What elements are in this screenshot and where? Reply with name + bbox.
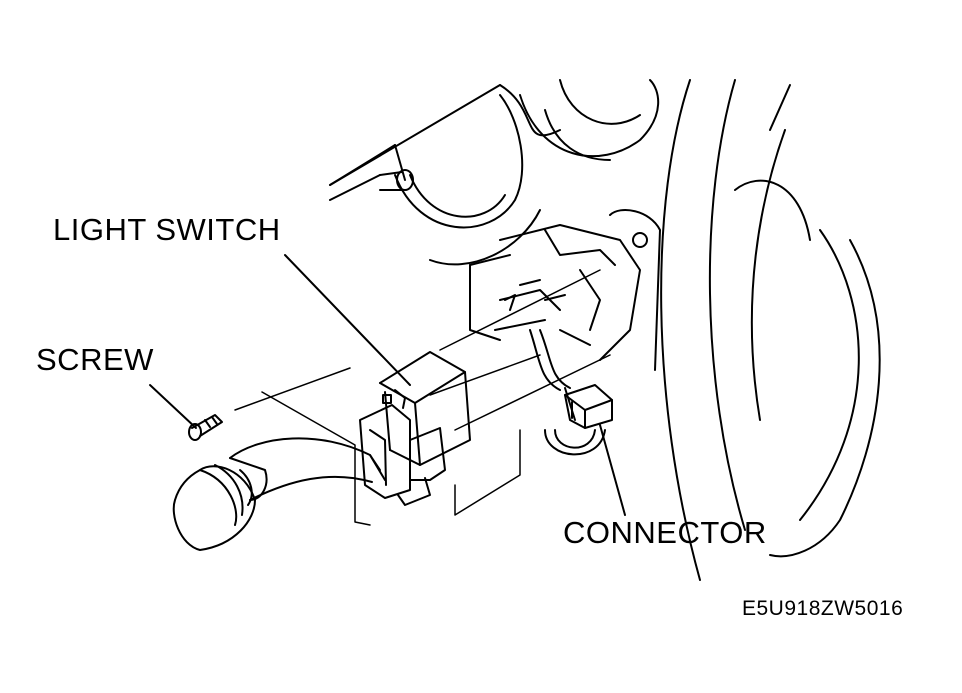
gauge-right (519, 79, 660, 161)
lever-stalk (172, 437, 386, 551)
dashboard-outline (329, 84, 561, 201)
column-housing (469, 209, 661, 371)
bracket-lines (261, 391, 521, 526)
connector-part (564, 384, 613, 429)
leader-lines (149, 254, 626, 516)
wire-harness (529, 329, 606, 456)
cluster-knob (379, 169, 414, 191)
figure-code: E5U918ZW5016 (742, 597, 904, 620)
light-switch-label: LIGHT SWITCH (53, 212, 281, 247)
connector-label: CONNECTOR (563, 515, 767, 550)
gauge-left (394, 94, 541, 266)
steering-wheel (660, 79, 881, 581)
light-switch-part (359, 351, 471, 506)
screw-part (188, 414, 223, 441)
alignment-lines (234, 269, 611, 431)
screw-label: SCREW (36, 342, 154, 377)
